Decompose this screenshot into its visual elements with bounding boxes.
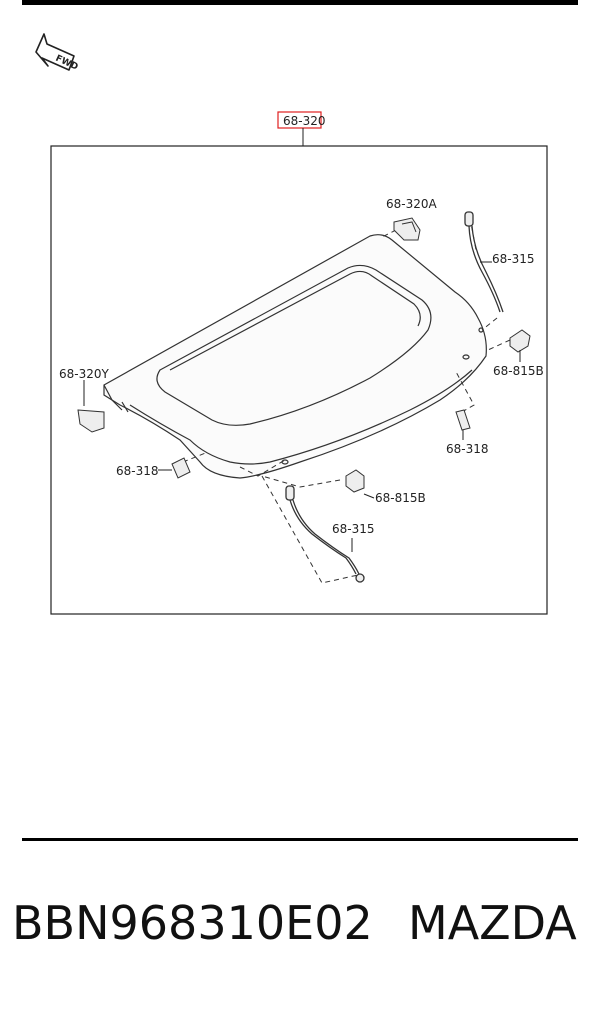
- bottom-rule: [22, 838, 578, 841]
- callout-68-318-left[interactable]: 68-318: [116, 464, 159, 478]
- callout-68-315-top[interactable]: 68-315: [492, 252, 535, 266]
- clip-320y-part: [77, 409, 105, 433]
- callout-68-315-bottom[interactable]: 68-315: [332, 522, 375, 536]
- callout-68-815b-right[interactable]: 68-815B: [493, 364, 544, 378]
- cable-315-top-part: [464, 211, 504, 313]
- trunk-lid-panel: [103, 234, 487, 479]
- fwd-arrow-icon: FWD: [35, 33, 79, 73]
- brand-name: MAZDA: [408, 896, 577, 950]
- callout-68-320a[interactable]: 68-320A: [386, 197, 438, 211]
- main-callout-highlight: [277, 111, 322, 129]
- pad-318-left-part: [171, 457, 191, 479]
- dashed-leaders: [182, 217, 511, 584]
- callout-68-320[interactable]: 68-320: [283, 114, 326, 128]
- pad-318-right-part: [455, 409, 471, 431]
- top-rule: [22, 0, 578, 5]
- callout-68-320y[interactable]: 68-320Y: [59, 367, 110, 381]
- cable-315-bottom-part: [285, 485, 365, 583]
- clip-320a-part: [393, 217, 421, 241]
- diagram-frame: [50, 145, 548, 615]
- parts-diagram: FWD 68-320 68-320A: [35, 33, 548, 615]
- bumper-815b-right-part: [509, 329, 531, 353]
- part-number: BBN968310E02: [12, 896, 373, 950]
- callout-68-815b-mid[interactable]: 68-815B: [375, 491, 426, 505]
- callout-68-318-right[interactable]: 68-318: [446, 442, 489, 456]
- bumper-815b-mid-part: [345, 469, 365, 493]
